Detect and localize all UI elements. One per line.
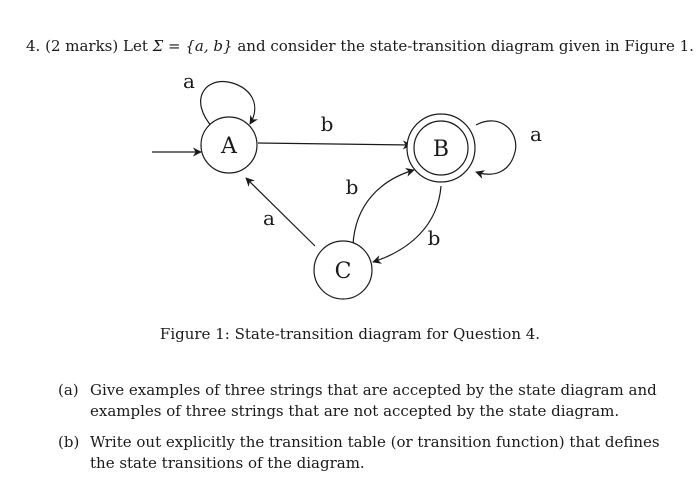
edge-C-to-B [352,167,415,246]
edge-label-A-to-A: a [183,69,195,93]
edge-C-to-A [245,177,316,247]
edge-label-C-to-B: b [346,175,359,199]
edge-label-A-to-B: b [321,112,334,136]
state-A-circle [200,116,258,174]
state-B: B [406,113,476,183]
question-statement: 4. (2 marks) Let Σ = {a, b} and consider… [26,36,694,56]
part-a: (a) Give examples of three strings that … [58,380,683,422]
question-text-after: and consider the state-transition diagra… [237,37,694,55]
part-b: (b) Write out explicitly the transition … [58,432,683,474]
edge-label-B-to-C: b [428,226,441,250]
alphabet-definition: Σ = {a, b} [152,37,233,55]
state-A: A [200,116,258,174]
state-B-label: B [433,137,449,162]
edge-B-to-B [475,120,517,179]
edge-B-to-C [372,185,442,264]
question-parts: (a) Give examples of three strings that … [58,380,683,484]
state-A-label: A [220,134,238,159]
figure-caption: Figure 1: State-transition diagram for Q… [159,325,541,343]
edge-A-to-B [257,140,412,150]
state-C-label: C [335,259,352,284]
edge-A-to-A [200,80,259,129]
part-b-label: (b) [58,433,80,451]
question-number: 4. [26,37,41,55]
part-a-text: Give examples of three strings that are … [90,381,657,420]
part-a-label: (a) [58,381,79,399]
state-C-circle [313,240,373,300]
state-B-inner-circle [413,120,469,176]
edge-label-C-to-A: a [263,206,275,230]
question-marks: (2 marks) [45,37,119,55]
part-b-text: Write out explicitly the transition tabl… [90,433,660,472]
state-transition-diagram: a b a b b a A B C [152,69,542,300]
edge-label-B-to-B: a [530,122,542,146]
state-C: C [313,240,373,300]
question-text-before: Let [123,37,148,55]
